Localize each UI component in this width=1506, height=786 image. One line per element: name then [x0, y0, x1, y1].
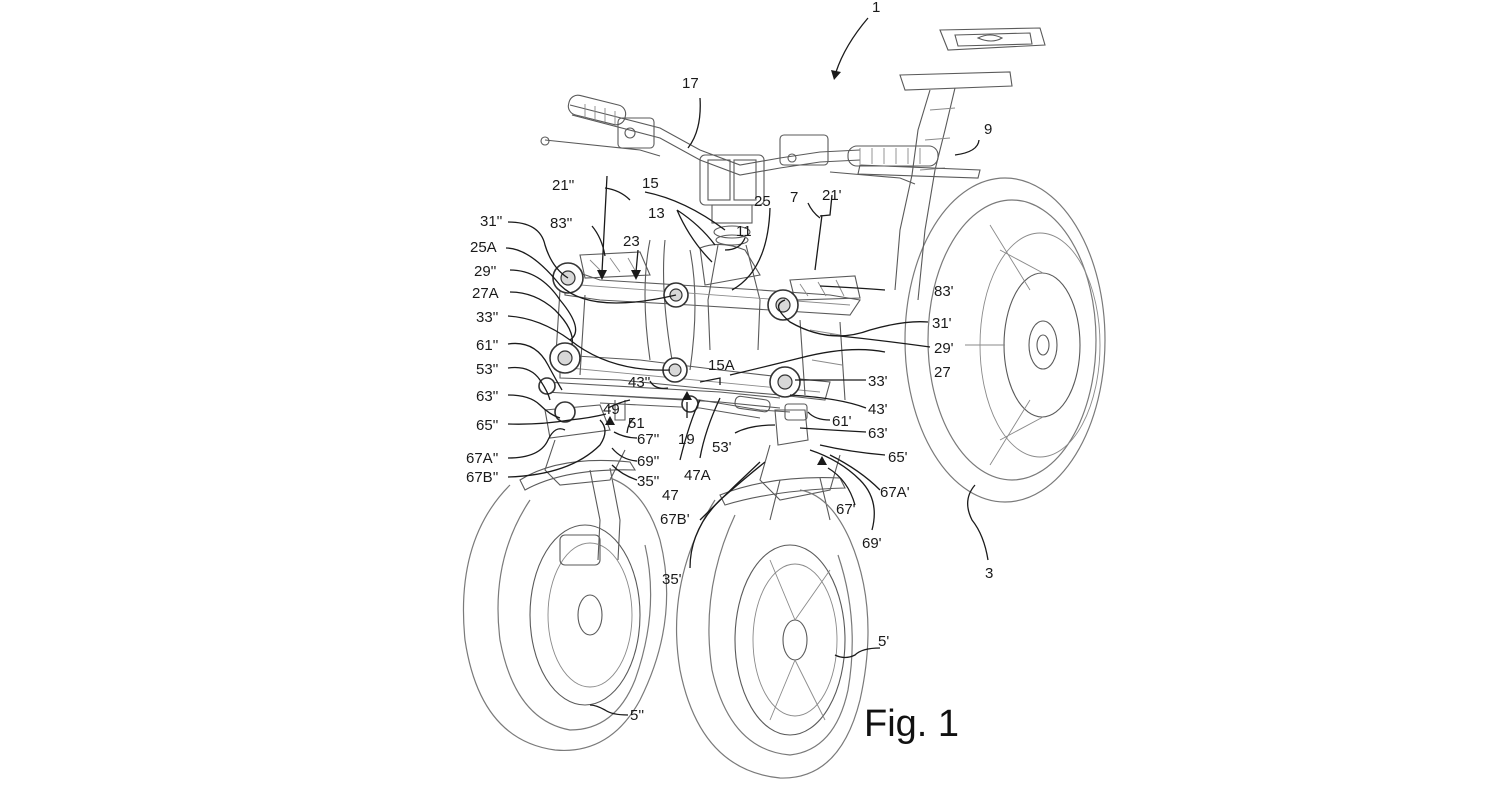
ref-67Bp: 67B' [660, 511, 690, 528]
reference-labels: 1 17 9 15 13 11 25 7 21' 21'' 83'' 23 31… [466, 0, 993, 724]
vehicle-drawing [462, 27, 1106, 779]
ref-53pp: 53'' [476, 361, 499, 378]
rear-wheel [904, 177, 1106, 503]
ref-63pp: 63'' [476, 388, 499, 405]
left-front-wheel [462, 401, 668, 752]
leader-lines [505, 17, 989, 716]
ref-47: 47 [662, 487, 679, 504]
upper-cross-member [564, 251, 861, 316]
ref-53p: 53' [712, 439, 732, 456]
ref-35pp: 35'' [637, 473, 660, 490]
rear-frame [857, 27, 1046, 301]
ref-65p: 65' [888, 449, 908, 466]
ref-67App: 67A'' [466, 450, 499, 467]
ref-69pp: 69'' [637, 453, 660, 470]
ref-61p: 61' [832, 413, 852, 430]
ref-1: 1 [872, 0, 880, 16]
ref-67pp: 67'' [637, 431, 660, 448]
pivots [549, 262, 801, 398]
ref-7: 7 [790, 189, 798, 206]
ref-21p: 21' [822, 187, 842, 204]
ref-31pp: 31'' [480, 213, 503, 230]
ref-5p: 5' [878, 633, 889, 650]
ref-43pp: 43'' [628, 374, 651, 391]
ref-67Bpp: 67B'' [466, 469, 499, 486]
handlebar [540, 94, 939, 185]
ref-51: 51 [628, 415, 645, 432]
ref-3: 3 [985, 565, 993, 582]
steering-column [644, 154, 765, 371]
uprights [554, 289, 846, 401]
ref-83p: 83' [934, 283, 954, 300]
ref-25A: 25A [470, 239, 497, 256]
ref-9: 9 [984, 121, 992, 138]
ref-13: 13 [648, 205, 665, 222]
ref-43p: 43' [868, 401, 888, 418]
ref-83pp: 83'' [550, 215, 573, 232]
ref-21pp: 21'' [552, 177, 575, 194]
ref-63p: 63' [868, 425, 888, 442]
ref-27: 27 [934, 364, 951, 381]
ref-69p: 69' [862, 535, 882, 552]
ref-33p: 33' [868, 373, 888, 390]
ref-5pp: 5'' [630, 707, 644, 724]
ref-25: 25 [754, 193, 771, 210]
ref-65pp: 65'' [476, 417, 499, 434]
ref-49: 49 [603, 401, 620, 418]
ref-67p: 67' [836, 501, 856, 518]
ref-33pp: 33'' [476, 309, 499, 326]
ref-17: 17 [682, 75, 699, 92]
ref-11: 11 [736, 223, 752, 240]
figure-caption: Fig. 1 [864, 703, 959, 745]
ref-27A: 27A [472, 285, 499, 302]
ref-15: 15 [642, 175, 659, 192]
steering-linkage [538, 377, 808, 421]
ref-29pp: 29'' [474, 263, 497, 280]
ref-61pp: 61'' [476, 337, 499, 354]
ref-31p: 31' [932, 315, 952, 332]
ref-35p: 35' [662, 571, 682, 588]
ref-47A: 47A [684, 467, 711, 484]
ref-15A: 15A [708, 357, 735, 374]
ref-23: 23 [623, 233, 640, 250]
ref-67Ap: 67A' [880, 484, 910, 501]
right-front-wheel [675, 409, 869, 779]
ref-29p: 29' [934, 340, 954, 357]
ref-19: 19 [678, 431, 695, 448]
